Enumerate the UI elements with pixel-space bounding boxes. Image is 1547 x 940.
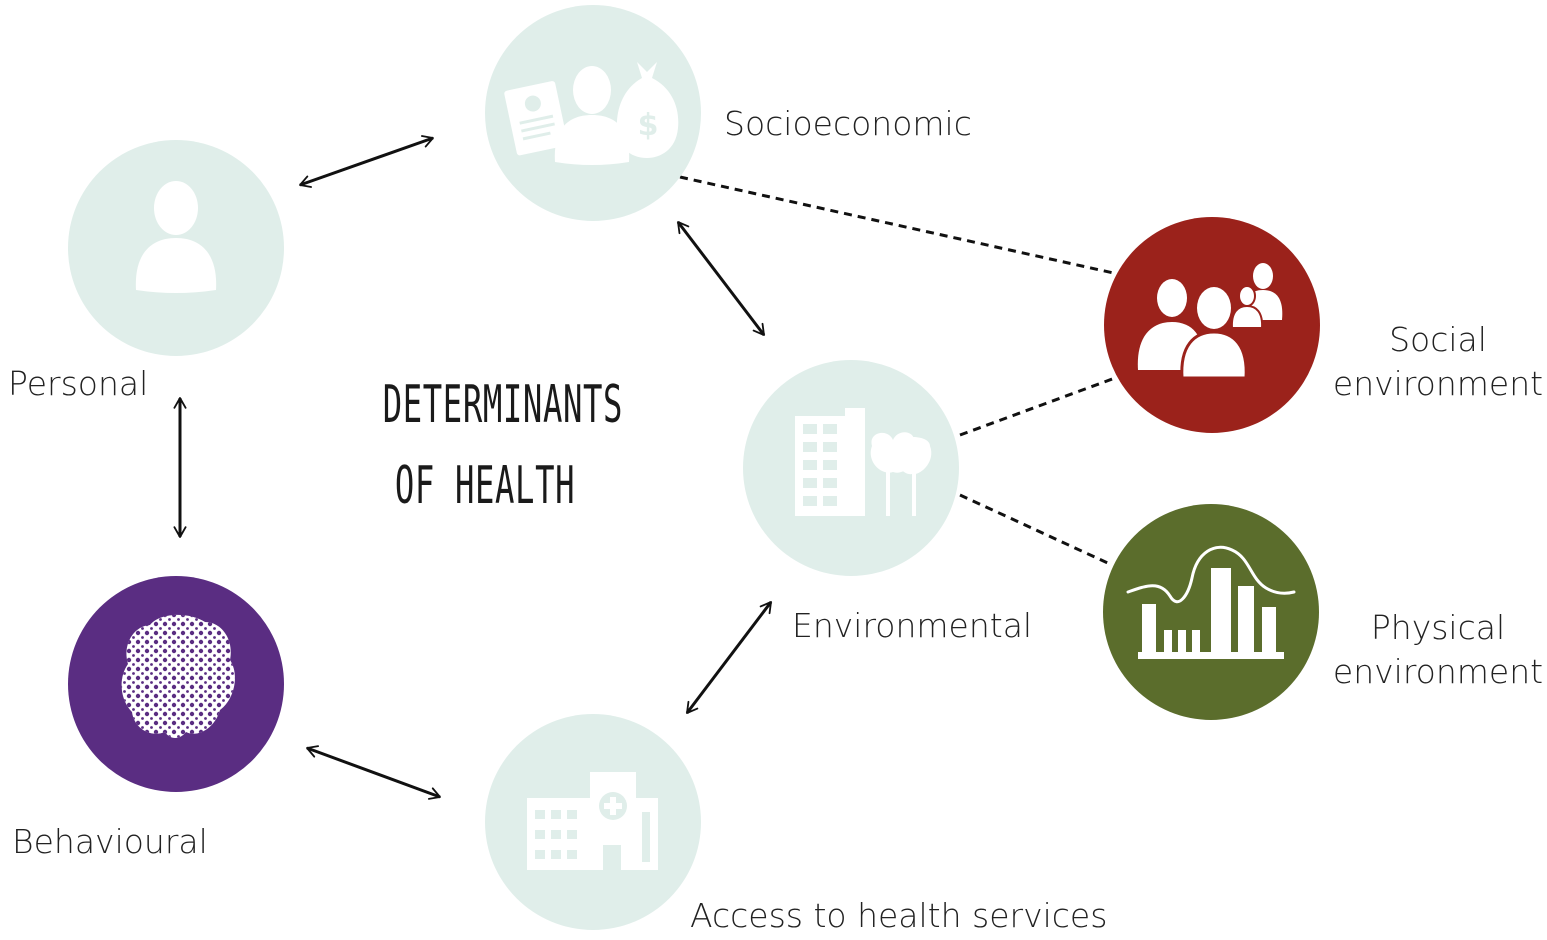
title-line-1: DETERMINANTS: [382, 375, 624, 435]
arrow-access-env: [685, 601, 773, 714]
person-icon: [135, 181, 217, 293]
label-physical-line-1: Physical: [1370, 608, 1506, 647]
node-physical-environment: [1103, 504, 1319, 720]
dashed-connectors: [679, 175, 1119, 567]
bar-chart-curve-icon: [1126, 545, 1296, 659]
arrow-personal-socio: [299, 135, 434, 188]
label-access: Access to health services: [690, 896, 1108, 935]
diagram-title: DETERMINANTS OF HEALTH: [382, 365, 624, 526]
node-access: [485, 714, 701, 930]
label-environmental: Environmental: [792, 606, 1033, 645]
node-social-environment: [1104, 217, 1320, 433]
label-physical-environment: Physical environment: [1330, 606, 1546, 693]
arrow-socio-env: [676, 221, 766, 336]
double-arrows: [173, 135, 773, 800]
svg-text:$: $: [638, 108, 659, 143]
hospital-icon: [527, 772, 658, 870]
label-social-line-1: Social: [1389, 320, 1487, 359]
people-group-icon: [1137, 263, 1283, 380]
arrow-behavioural-access: [306, 745, 441, 800]
connector-socio-social: [679, 175, 1119, 276]
node-behavioural: [68, 576, 284, 792]
label-physical-line-2: environment: [1332, 651, 1544, 691]
connector-env-physical: [959, 493, 1113, 567]
node-personal: [68, 140, 284, 356]
label-socioeconomic: Socioeconomic: [724, 104, 972, 143]
connector-env-social: [959, 376, 1116, 437]
label-social-line-2: environment: [1332, 363, 1544, 403]
label-personal: Personal: [8, 364, 149, 403]
certificate-person-moneybag-icon: $: [504, 62, 679, 165]
brain-icon: [121, 614, 235, 738]
title-line-2: OF HEALTH: [394, 455, 576, 516]
node-socioeconomic: $: [485, 5, 701, 221]
label-behavioural: Behavioural: [12, 822, 208, 861]
label-social-environment: Social environment: [1330, 318, 1546, 405]
building-trees-icon: [795, 408, 932, 516]
node-environmental: [743, 360, 959, 576]
